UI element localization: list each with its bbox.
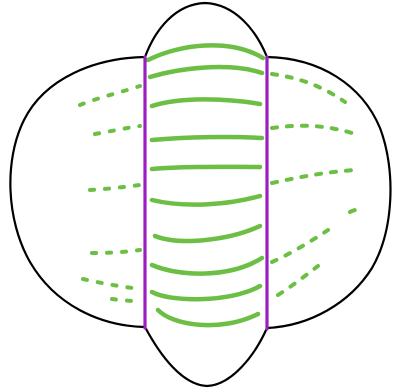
right-dash-row bbox=[272, 170, 355, 183]
central-stripes bbox=[148, 45, 263, 325]
left-dashed-rows bbox=[80, 86, 140, 301]
left-dash-row bbox=[83, 279, 132, 288]
central-oval-bottom bbox=[145, 327, 267, 386]
right-dash-row bbox=[350, 210, 356, 212]
stripe bbox=[155, 226, 260, 241]
right-dash-row bbox=[278, 266, 318, 295]
left-lobe-outline bbox=[10, 57, 145, 327]
stripe bbox=[158, 310, 258, 325]
left-dash-row bbox=[90, 185, 140, 190]
stripe bbox=[152, 196, 260, 205]
right-dash-row bbox=[272, 230, 328, 262]
right-dash-row bbox=[272, 74, 345, 102]
right-dashed-rows bbox=[272, 74, 356, 295]
left-dash-row bbox=[95, 126, 140, 134]
stripe bbox=[152, 286, 260, 299]
left-dash-row bbox=[92, 250, 140, 253]
stripe bbox=[152, 137, 262, 140]
left-dash-row bbox=[112, 299, 136, 301]
stripe bbox=[152, 258, 262, 274]
stripe bbox=[152, 167, 260, 169]
stripe bbox=[148, 45, 263, 60]
left-dash-row bbox=[80, 86, 140, 105]
stripe bbox=[150, 67, 262, 77]
right-dash-row bbox=[272, 126, 352, 133]
right-lobe-outline bbox=[267, 57, 390, 328]
stripe bbox=[152, 99, 260, 106]
